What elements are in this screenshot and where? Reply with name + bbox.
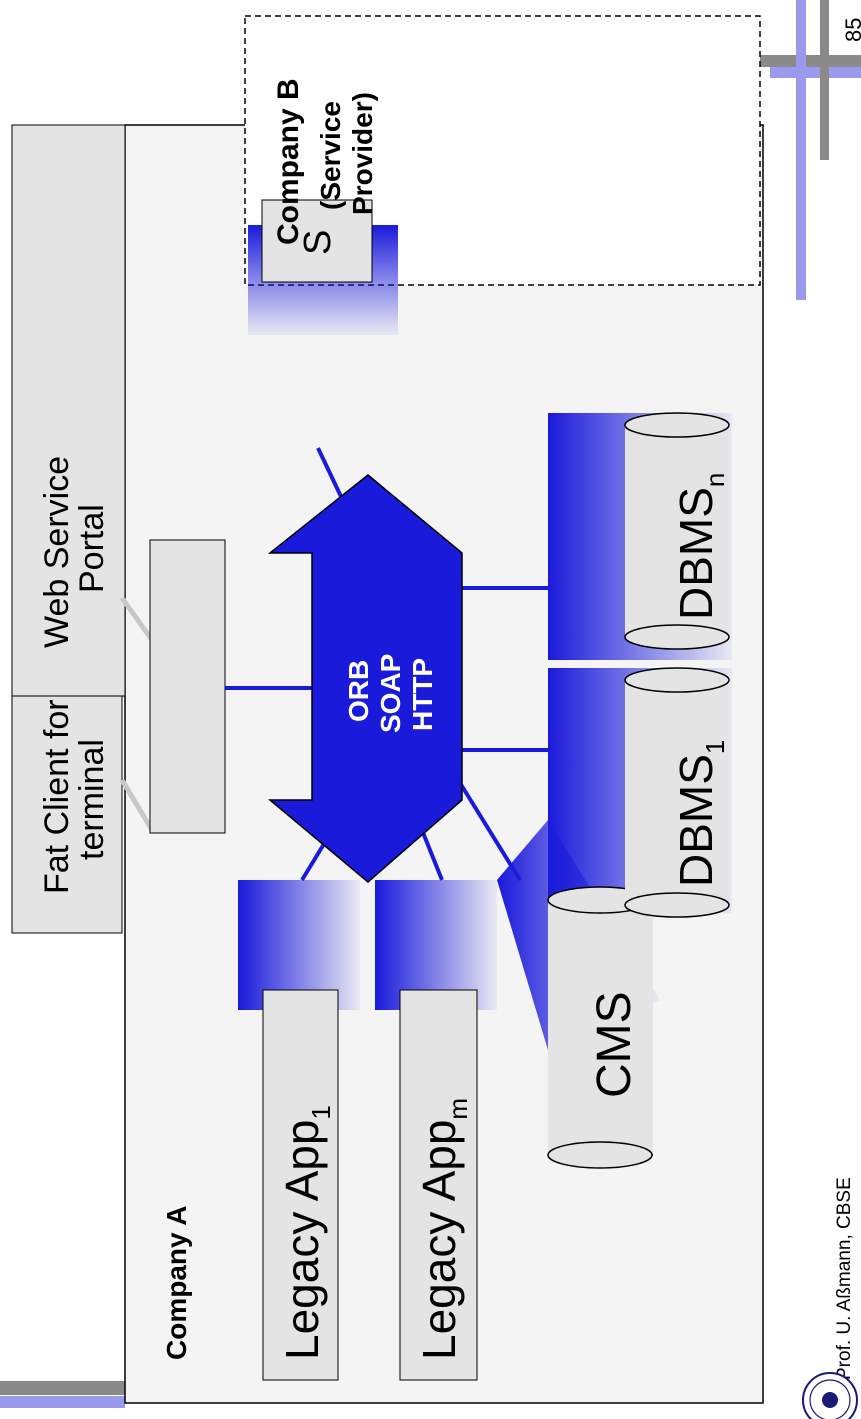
bus-label-orb: ORB <box>343 660 374 722</box>
dbms-n-label: DBMSn <box>670 473 730 620</box>
connector-bus-cms <box>450 768 522 882</box>
gateway-box <box>149 539 226 834</box>
dbms-1-label: DBMS1 <box>670 740 730 887</box>
bus-label-soap: SOAP <box>375 654 406 733</box>
web-portal-label-1: Web Service <box>38 456 76 648</box>
connector-bus-service <box>316 447 347 506</box>
connector-fatclient-gateway <box>119 778 155 832</box>
service-port-box <box>261 199 373 283</box>
legacy-app-m-label: Legacy Appm <box>413 1098 473 1360</box>
decor-top-right <box>760 0 861 300</box>
web-portal-box <box>11 124 126 697</box>
footer-author: Prof. U. Aßmann, CBSE <box>834 1177 855 1380</box>
company-b-sublabel-1: (Service <box>315 101 346 210</box>
company-b-sublabel-2: Provider) <box>347 92 378 215</box>
university-logo <box>802 1372 858 1419</box>
service-port-label: S <box>297 230 339 255</box>
cms-label: CMS <box>588 991 641 1098</box>
legacy-app-1-label: Legacy App1 <box>276 1105 336 1360</box>
dbms-n-cylinder <box>624 412 730 650</box>
decor-bottom-left <box>0 1381 125 1408</box>
legacy-app-m-socket <box>375 880 497 1010</box>
legacy-app-1-box <box>262 989 339 1381</box>
web-portal-label-2: Portal <box>73 504 111 593</box>
connector-portal-gateway <box>119 596 155 642</box>
fat-client-label-1: Fat Client for <box>38 699 76 894</box>
company-a-label: Company A <box>161 1205 192 1360</box>
dbms-1-cylinder <box>624 667 730 918</box>
fat-client-label-2: terminal <box>73 739 111 860</box>
fat-client-box <box>11 662 123 934</box>
legacy-app-m-box <box>399 989 478 1381</box>
legacy-app-1-socket <box>238 880 360 1010</box>
bus-arrow <box>267 474 463 883</box>
company-b-label: Company B <box>272 78 305 245</box>
bus-label-http: HTTP <box>407 658 438 731</box>
cms-cylinder <box>547 886 653 1169</box>
page-number: 85 <box>841 18 861 42</box>
